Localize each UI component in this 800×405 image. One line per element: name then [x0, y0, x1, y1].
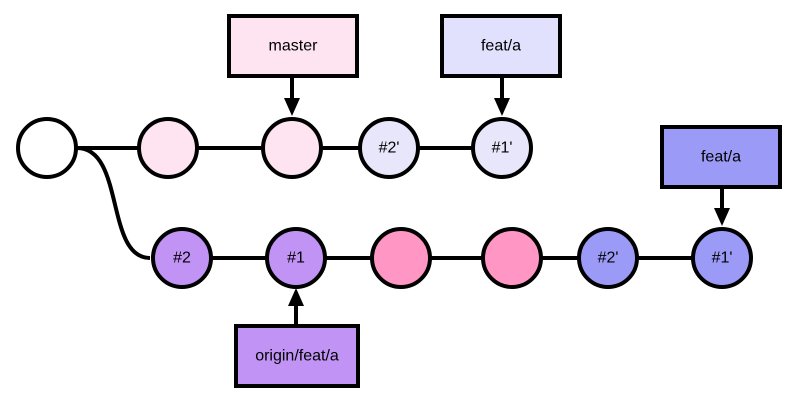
commit-node-p2[interactable]	[481, 227, 543, 289]
ref-feat-a-top[interactable]: feat/a	[440, 14, 562, 116]
ref-box	[234, 324, 360, 388]
edge-root-b2	[76, 146, 151, 260]
commit-label: #2'	[379, 140, 400, 157]
commit-node-b2[interactable]: #2	[151, 227, 213, 289]
commit-node-m2[interactable]	[261, 117, 323, 179]
commit-label: #1	[287, 250, 305, 267]
commit-label: #2'	[598, 250, 619, 267]
commit-circle	[691, 227, 753, 289]
commit-circle	[137, 117, 199, 179]
ref-origin-feat-a[interactable]: origin/feat/a	[234, 288, 360, 388]
commit-circle	[151, 227, 213, 289]
commit-node-n2[interactable]: #2'	[577, 227, 639, 289]
ref-box	[227, 14, 359, 78]
ref-box	[440, 14, 562, 78]
ref-label: feat/a	[701, 149, 741, 166]
commit-node-p1[interactable]	[370, 227, 432, 289]
commit-edges	[76, 146, 692, 260]
commit-circle	[577, 227, 639, 289]
commit-node-m1[interactable]	[137, 117, 199, 179]
commit-label: #1'	[492, 140, 513, 157]
ref-label: origin/feat/a	[255, 348, 339, 365]
commit-circle	[16, 117, 78, 179]
commit-node-root[interactable]	[16, 117, 78, 179]
ref-label: feat/a	[481, 38, 521, 55]
ref-master[interactable]: master	[227, 14, 359, 116]
commit-node-r2[interactable]: #2'	[358, 117, 420, 179]
commit-circle	[370, 227, 432, 289]
ref-arrow-head	[288, 288, 304, 306]
commit-node-n1[interactable]: #1'	[691, 227, 753, 289]
commit-circle	[481, 227, 543, 289]
commit-circle	[261, 117, 323, 179]
commit-circle	[471, 117, 533, 179]
ref-labels: master feat/a feat/a origin/feat/a	[227, 14, 782, 388]
commit-circle	[358, 117, 420, 179]
ref-arrow-head	[494, 98, 510, 116]
commit-node-b1[interactable]: #1	[265, 227, 327, 289]
commit-label: #2	[173, 250, 191, 267]
commit-label: #1'	[712, 250, 733, 267]
ref-label: master	[269, 38, 319, 55]
commit-circle	[265, 227, 327, 289]
ref-box	[660, 125, 782, 189]
ref-arrow-head	[714, 208, 730, 226]
ref-arrow-head	[284, 98, 300, 116]
ref-feat-a-bottom[interactable]: feat/a	[660, 125, 782, 226]
commit-node-r1[interactable]: #1'	[471, 117, 533, 179]
commit-nodes: #2' #1' #2 #1 #2' #1'	[16, 117, 753, 289]
